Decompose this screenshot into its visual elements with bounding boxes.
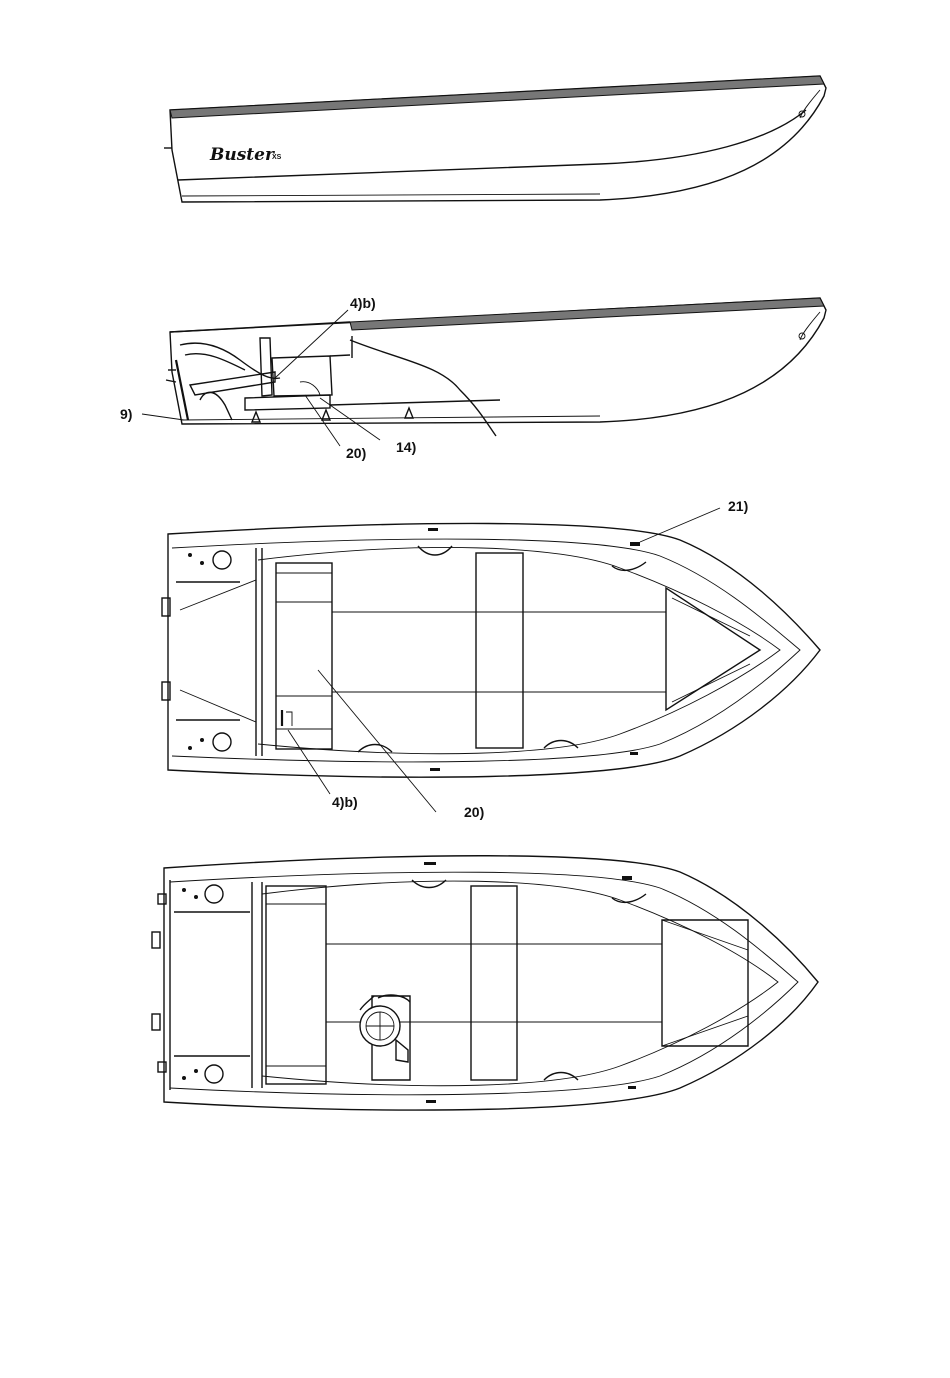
callout-4b-top: 4)b): [332, 794, 358, 810]
callout-20-top: 20): [464, 804, 484, 820]
callout-9: 9): [120, 406, 132, 422]
callout-21: 21): [728, 498, 748, 514]
callout-4b-side: 4)b): [350, 295, 376, 311]
brand-logo: Buster: [209, 145, 275, 165]
callout-20-side: 20): [346, 445, 366, 461]
top-view-console: [152, 856, 818, 1110]
top-view-tiller: 21) 4)b) 20): [162, 498, 820, 820]
side-view-exterior: Buster XS: [164, 76, 826, 202]
brand-logo-suffix: XS: [272, 154, 282, 161]
side-view-cutaway: 4)b) 9) 20) 14): [120, 295, 826, 461]
callout-14: 14): [396, 439, 416, 455]
